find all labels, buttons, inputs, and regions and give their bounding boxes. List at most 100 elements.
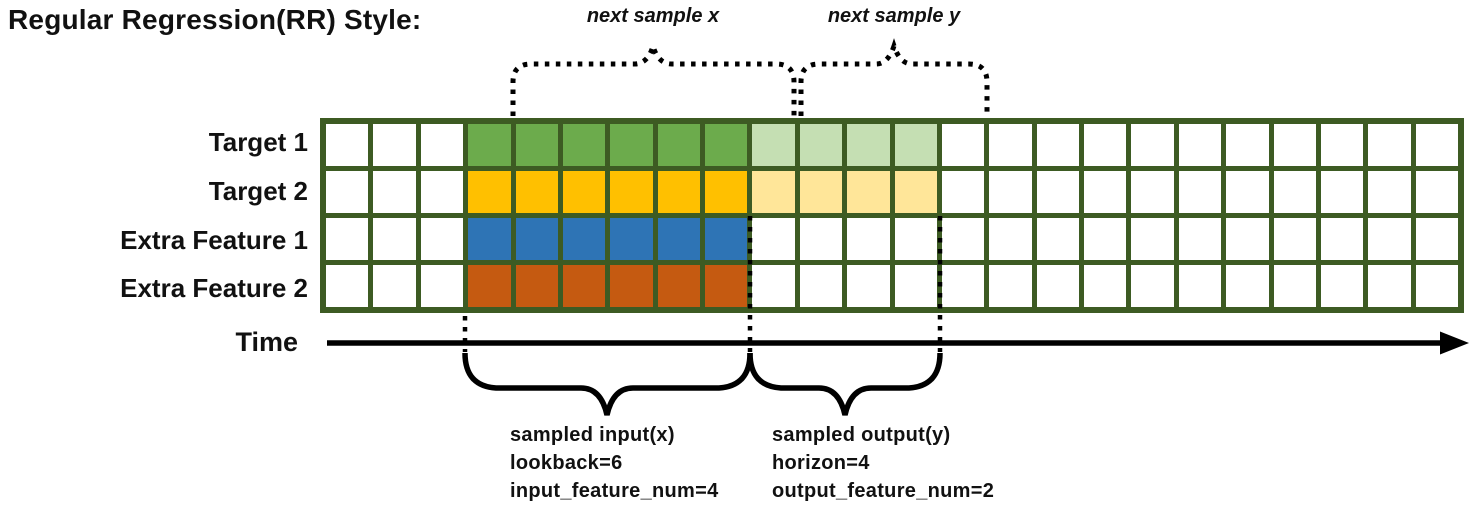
input-feature-num-value: input_feature_num=4: [510, 480, 719, 502]
row-label-target-1: Target 1: [208, 127, 308, 157]
grid-cell: [515, 171, 558, 213]
grid-cell: [373, 124, 416, 166]
grid-cell: [1036, 124, 1079, 166]
next-sample-x-label: next sample x: [586, 5, 720, 27]
grid-cell: [420, 171, 464, 213]
grid-cell: [326, 124, 369, 166]
grid-cell: [941, 265, 985, 307]
horizon-value: horizon=4: [772, 452, 870, 474]
grid-cell: [657, 265, 700, 307]
next-sample-y-label: next sample y: [827, 5, 961, 27]
grid-cell: [847, 265, 890, 307]
next-sample-y-brace: [798, 38, 990, 116]
grid-cell: [847, 218, 890, 260]
grid-cell: [1320, 218, 1364, 260]
sampled-input-caption: sampled input(x) lookback=6 input_featur…: [510, 421, 719, 505]
grid-cell: [1368, 124, 1411, 166]
grid-cell: [1131, 265, 1174, 307]
sampled-input-brace: [462, 352, 753, 416]
grid-cell: [610, 124, 653, 166]
grid-cell: [1131, 124, 1174, 166]
grid-cell: [468, 171, 511, 213]
grid-cell: [1320, 124, 1364, 166]
grid-cell: [1320, 171, 1364, 213]
time-arrow: [327, 331, 1469, 355]
grid-cell: [1273, 124, 1316, 166]
grid-cell: [1320, 265, 1364, 307]
grid-cell: [1084, 218, 1127, 260]
sampled-output-brace: [747, 352, 943, 416]
grid-cell: [562, 124, 606, 166]
grid-cell: [657, 124, 700, 166]
grid-cell: [657, 171, 700, 213]
grid-cell: [468, 218, 511, 260]
grid-cell: [515, 218, 558, 260]
grid-cell: [1084, 265, 1127, 307]
grid-cell: [752, 265, 795, 307]
time-arrowhead-icon: [1440, 331, 1469, 355]
grid-cell: [989, 171, 1032, 213]
grid-cell: [610, 218, 653, 260]
grid-cell: [420, 124, 464, 166]
grid-cell: [1226, 124, 1269, 166]
grid-cell: [705, 171, 748, 213]
grid-cell: [1273, 265, 1316, 307]
grid-cell: [989, 218, 1032, 260]
grid-cell: [847, 124, 890, 166]
sampled-output-caption: sampled output(y) horizon=4 output_featu…: [772, 421, 994, 505]
grid-cell: [420, 218, 464, 260]
grid-cell: [657, 218, 700, 260]
grid-cell: [1178, 124, 1222, 166]
grid-cell: [1368, 265, 1411, 307]
row-label-extra-feature-1: Extra Feature 1: [120, 225, 308, 255]
grid-cell: [326, 218, 369, 260]
grid-cell: [1178, 265, 1222, 307]
grid-cell: [1273, 218, 1316, 260]
grid-cell: [562, 218, 606, 260]
sampled-output-title: sampled output(y): [772, 424, 951, 446]
next-sample-x-brace: [510, 36, 797, 116]
grid-cell: [1415, 218, 1458, 260]
grid-cell: [941, 171, 985, 213]
grid-cell: [610, 265, 653, 307]
grid-cell: [799, 171, 843, 213]
grid-cell: [1368, 218, 1411, 260]
grid-cell: [1178, 171, 1222, 213]
grid-cell: [1226, 265, 1269, 307]
grid-cell: [894, 265, 937, 307]
grid-cell: [705, 124, 748, 166]
grid-cell: [752, 171, 795, 213]
output-feature-num-value: output_feature_num=2: [772, 480, 995, 502]
time-axis-label: Time: [235, 327, 298, 357]
grid-cell: [1368, 171, 1411, 213]
grid-cell: [373, 218, 416, 260]
grid-cell: [1084, 171, 1127, 213]
grid-cell: [562, 171, 606, 213]
grid-cell: [515, 265, 558, 307]
grid-cell: [752, 218, 795, 260]
grid-cell: [1036, 171, 1079, 213]
grid-cell: [373, 265, 416, 307]
page-title: Regular Regression(RR) Style:: [8, 4, 422, 35]
grid-cell: [847, 171, 890, 213]
grid-cell: [941, 124, 985, 166]
grid-cell: [610, 171, 653, 213]
grid-cell: [1226, 218, 1269, 260]
grid-cell: [752, 124, 795, 166]
row-label-target-2: Target 2: [208, 176, 308, 206]
grid-cell: [799, 124, 843, 166]
grid-cell: [1131, 171, 1174, 213]
lookback-value: lookback=6: [510, 452, 623, 474]
grid-cell: [1131, 218, 1174, 260]
sample-grid: [320, 118, 1464, 313]
grid-cell: [894, 124, 937, 166]
grid-cell: [894, 171, 937, 213]
grid-cell: [1226, 171, 1269, 213]
grid-cell: [1415, 171, 1458, 213]
grid-cell: [1084, 124, 1127, 166]
grid-cell: [1415, 265, 1458, 307]
grid-cell: [1178, 218, 1222, 260]
grid-cell: [1273, 171, 1316, 213]
grid-cell: [468, 265, 511, 307]
